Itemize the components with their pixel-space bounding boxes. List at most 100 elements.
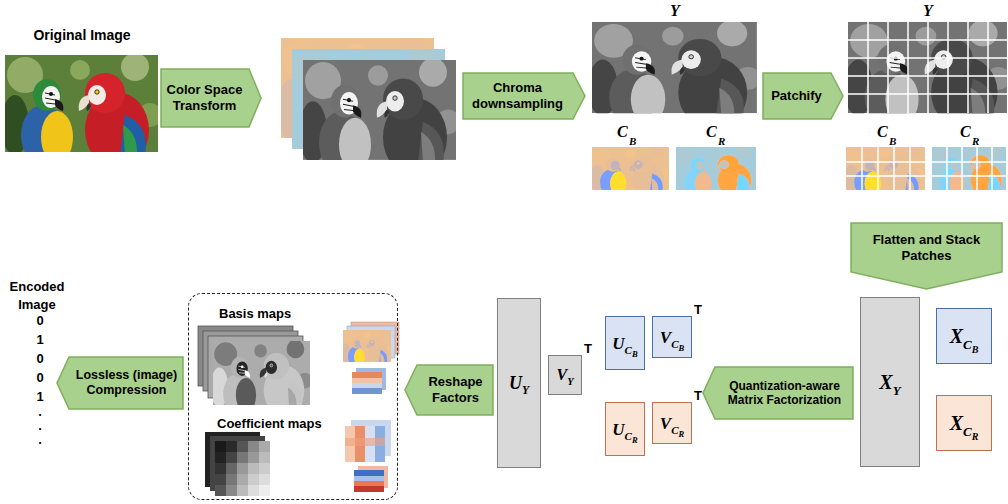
coefficient-maps-stack [215,441,226,452]
matrix-block: VCRT [652,402,692,444]
basis-maps-stack [210,340,312,416]
chroma-coefficient-stack [354,476,384,481]
chroma-basis-stack [352,372,382,378]
patch-images [844,20,1008,197]
original-photo [1,53,162,168]
matrix-name: V [660,328,671,347]
matrix-name: U [612,420,624,439]
ycbcr-images [588,20,762,128]
chroma-coefficient-stack [345,420,391,492]
chroma-basis-stack [342,329,393,367]
matrix-symbol: UCB [612,335,637,352]
channel-subscript-holder: R [972,131,979,149]
matrix-name: X [879,371,892,393]
coefficient-maps-stack [237,452,248,463]
transpose-mark-holder: T [694,300,702,318]
arrow-outline [405,365,493,415]
coefficient-maps-stack [237,485,248,496]
bit-digit-holder: 0 [30,349,50,367]
matrix-name: V [660,414,671,433]
channel-label: C [617,123,628,140]
process-arrow: Reshape Factors [404,364,494,416]
process-arrow: Color Space Transform [160,68,262,128]
coefficient-maps-stack [259,452,270,463]
matrix-symbol: VCR [660,415,684,432]
matrix-block: XCB [936,308,992,364]
matrix-block: VCBT [652,316,692,358]
ycbcr-images [590,146,671,197]
matrix-name: U [509,373,522,393]
ycbcr-images [588,20,762,197]
channel-subscript: B [889,135,896,147]
process-arrow: Patchify [762,72,844,120]
ycbcr-images [674,146,758,197]
arrow-outline [763,73,843,119]
step-label: Reshape Factors [421,374,490,405]
matrix-block: XY [860,297,920,467]
arrow-outline [463,73,585,119]
bit-digit-holder: 0 [30,311,50,329]
bit-digit: 1 [36,332,43,347]
patch-images [844,146,927,197]
transpose-mark: T [694,388,702,403]
step-label: Chroma downsampling [466,80,569,111]
matrix-name: U [612,334,624,353]
channel-subscript-holder: B [889,131,896,149]
bit-digit: 1 [36,389,43,404]
channel-subscript-holder: R [718,131,725,149]
matrix-symbol: VCB [660,329,684,346]
arrow-outline [851,223,1002,289]
channel-label: C [706,123,717,140]
image-caption-holder: Original Image [7,26,157,44]
matrix-name: X [950,325,963,347]
matrix-block: UCB [605,316,645,370]
matrix-symbol: VY [556,367,573,383]
step-label: Color Space Transform [164,82,245,113]
group-heading: Coefficient maps [217,416,322,432]
matrix-subscript: C [671,424,678,436]
coefficient-maps-stack [215,474,226,485]
coefficient-maps-stack [226,485,237,496]
transpose-mark: T [694,302,702,317]
chroma-basis-stack [342,322,399,394]
chroma-coefficient-stack [354,486,384,492]
matrix-subscript: C [625,344,632,356]
bit-digit: 0 [36,370,43,385]
matrix-subscript: C [963,424,972,439]
channel-label-holder: C [877,122,888,141]
matrix-symbol: UY [509,374,529,392]
matrix-name: X [950,412,963,434]
coefficient-maps-stack [210,436,265,491]
coefficient-maps-stack [237,441,248,452]
matrix-symbol: XCR [950,413,979,433]
channel-label-holder: C [706,122,717,141]
patch-grid [848,40,1007,94]
coefficient-maps-stack [248,485,259,496]
coefficient-maps-stack [215,452,226,463]
image-caption: Original Image [33,27,130,43]
coefficient-maps-stack [226,463,237,474]
ellipsis-dot-holder: . [30,402,50,420]
matrix-subscript: Y [522,384,529,397]
transpose-mark-holder: T [584,339,592,357]
channel-label-holder: C [960,122,971,141]
matrix-subscript: B [632,349,638,359]
process-arrow-down: Flatten and Stack Patches [850,222,1003,290]
patch-images [844,20,1008,128]
bit-digit-holder: 1 [30,330,50,348]
patch-images [930,146,1008,197]
arrow-outline [161,69,261,127]
patch-grid [846,147,925,190]
coefficient-maps-stack [248,463,259,474]
bit-digit-holder: 1 [30,387,50,405]
matrix-subscript: C [625,430,632,442]
process-arrow: Lossless (image) Compression [56,356,184,410]
matrix-subscript: Y [893,383,901,398]
matrix-subscript: R [632,435,638,445]
channel-label-holder: Y [913,1,943,20]
channel-subscript: B [629,135,636,147]
coefficient-maps-stack [259,485,270,496]
matrix-block: UCR [605,402,645,456]
patch-grid [932,147,1006,190]
